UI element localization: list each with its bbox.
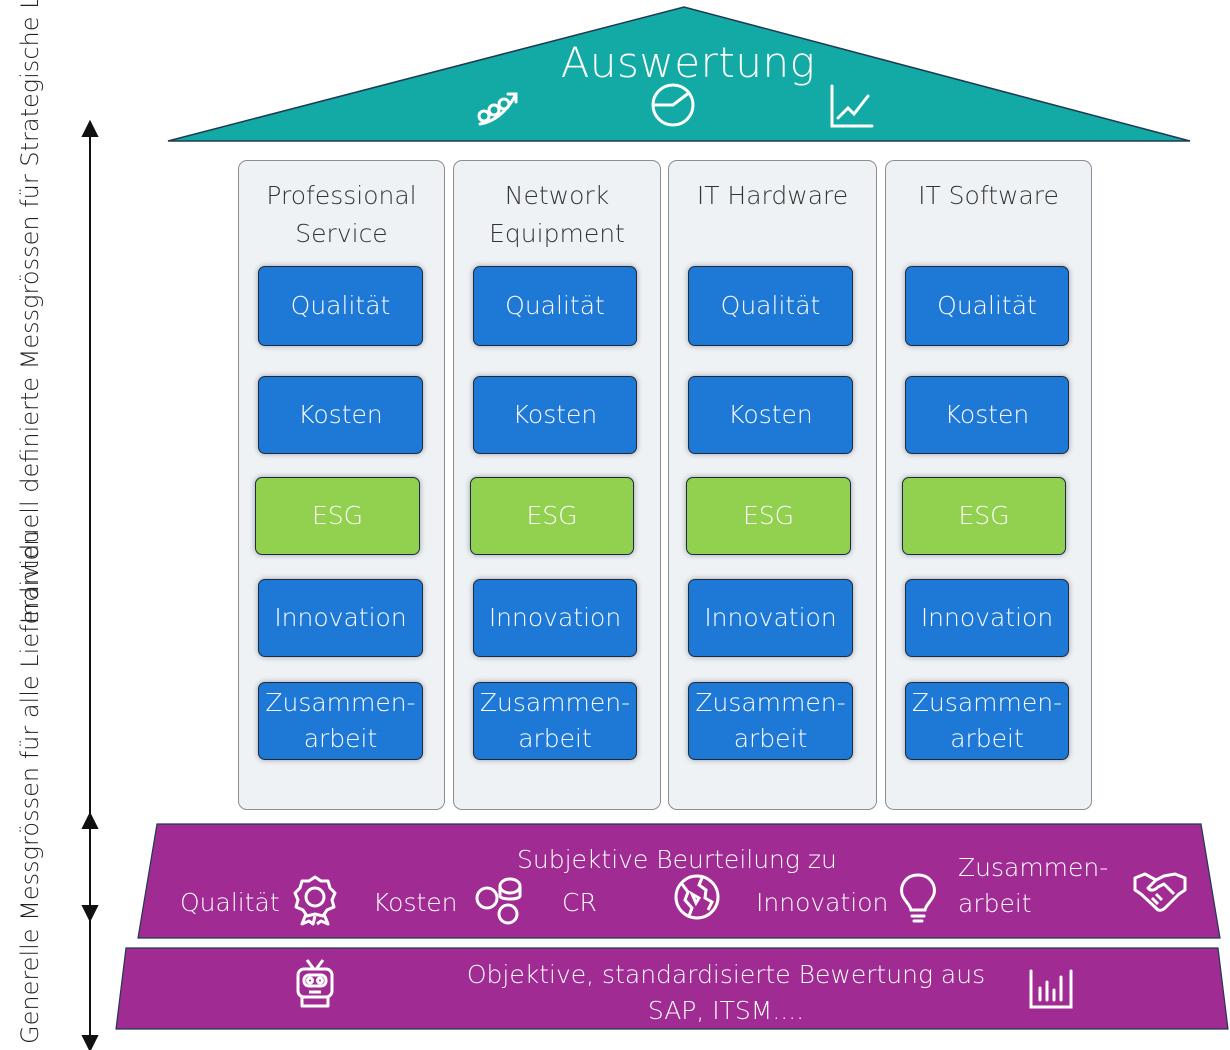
pillar-title: IT Hardware — [696, 181, 849, 210]
pie-chart-icon — [651, 83, 695, 127]
tile-esg: ESG — [470, 477, 634, 555]
tile-kosten: Kosten — [258, 376, 423, 454]
robot-icon — [296, 959, 334, 1008]
tile-esg: ESG — [686, 477, 851, 555]
pillar-title: Network Equipment — [489, 181, 625, 248]
tile-zusammenarbeit: Zusammen- arbeit — [905, 682, 1069, 760]
tile-kosten: Kosten — [688, 376, 853, 454]
subjective-item-cr: CR — [562, 888, 597, 917]
roof — [167, 6, 1191, 142]
subjective-band-title: Subjektive Beurteilung zu — [517, 845, 837, 874]
subjective-item-innovation: Innovation — [756, 888, 889, 917]
pillar-title: IT Software — [918, 181, 1059, 210]
tile-kosten: Kosten — [905, 376, 1069, 454]
handshake-icon — [1133, 872, 1187, 912]
pillar-title: Professional Service — [266, 181, 417, 248]
tile-zusammenarbeit: Zusammen- arbeit — [258, 682, 423, 760]
lightbulb-icon — [900, 873, 936, 923]
tile-innovation: Innovation — [688, 579, 853, 657]
tile-qualitaet: Qualität — [258, 266, 423, 346]
tile-qualitaet: Qualität — [905, 266, 1069, 346]
tile-esg: ESG — [255, 477, 420, 555]
tile-innovation: Innovation — [473, 579, 637, 657]
subjective-item-kosten: Kosten — [373, 888, 458, 917]
tile-innovation: Innovation — [258, 579, 423, 657]
globe-icon — [674, 874, 720, 920]
tile-qualitaet: Qualität — [473, 266, 637, 346]
growth-chart-icon — [477, 92, 518, 126]
tile-kosten: Kosten — [473, 376, 637, 454]
line-chart-icon — [830, 84, 874, 128]
tile-zusammenarbeit: Zusammen- arbeit — [688, 682, 853, 760]
objective-band-text: Objektive, standardisierte Bewertung aus… — [466, 960, 986, 1025]
bar-chart-icon — [1029, 969, 1073, 1009]
tile-zusammenarbeit: Zusammen- arbeit — [473, 682, 637, 760]
award-icon — [293, 875, 337, 926]
side-arrows — [81, 120, 99, 1050]
tile-qualitaet: Qualität — [688, 266, 853, 346]
tile-esg: ESG — [902, 477, 1066, 555]
subjective-item-qualitaet: Qualität — [180, 888, 280, 917]
subjective-item-zusammenarbeit: Zusammen- arbeit — [958, 853, 1109, 918]
coins-icon — [475, 877, 522, 925]
tile-innovation: Innovation — [905, 579, 1069, 657]
roof-title: Auswertung — [560, 38, 816, 87]
